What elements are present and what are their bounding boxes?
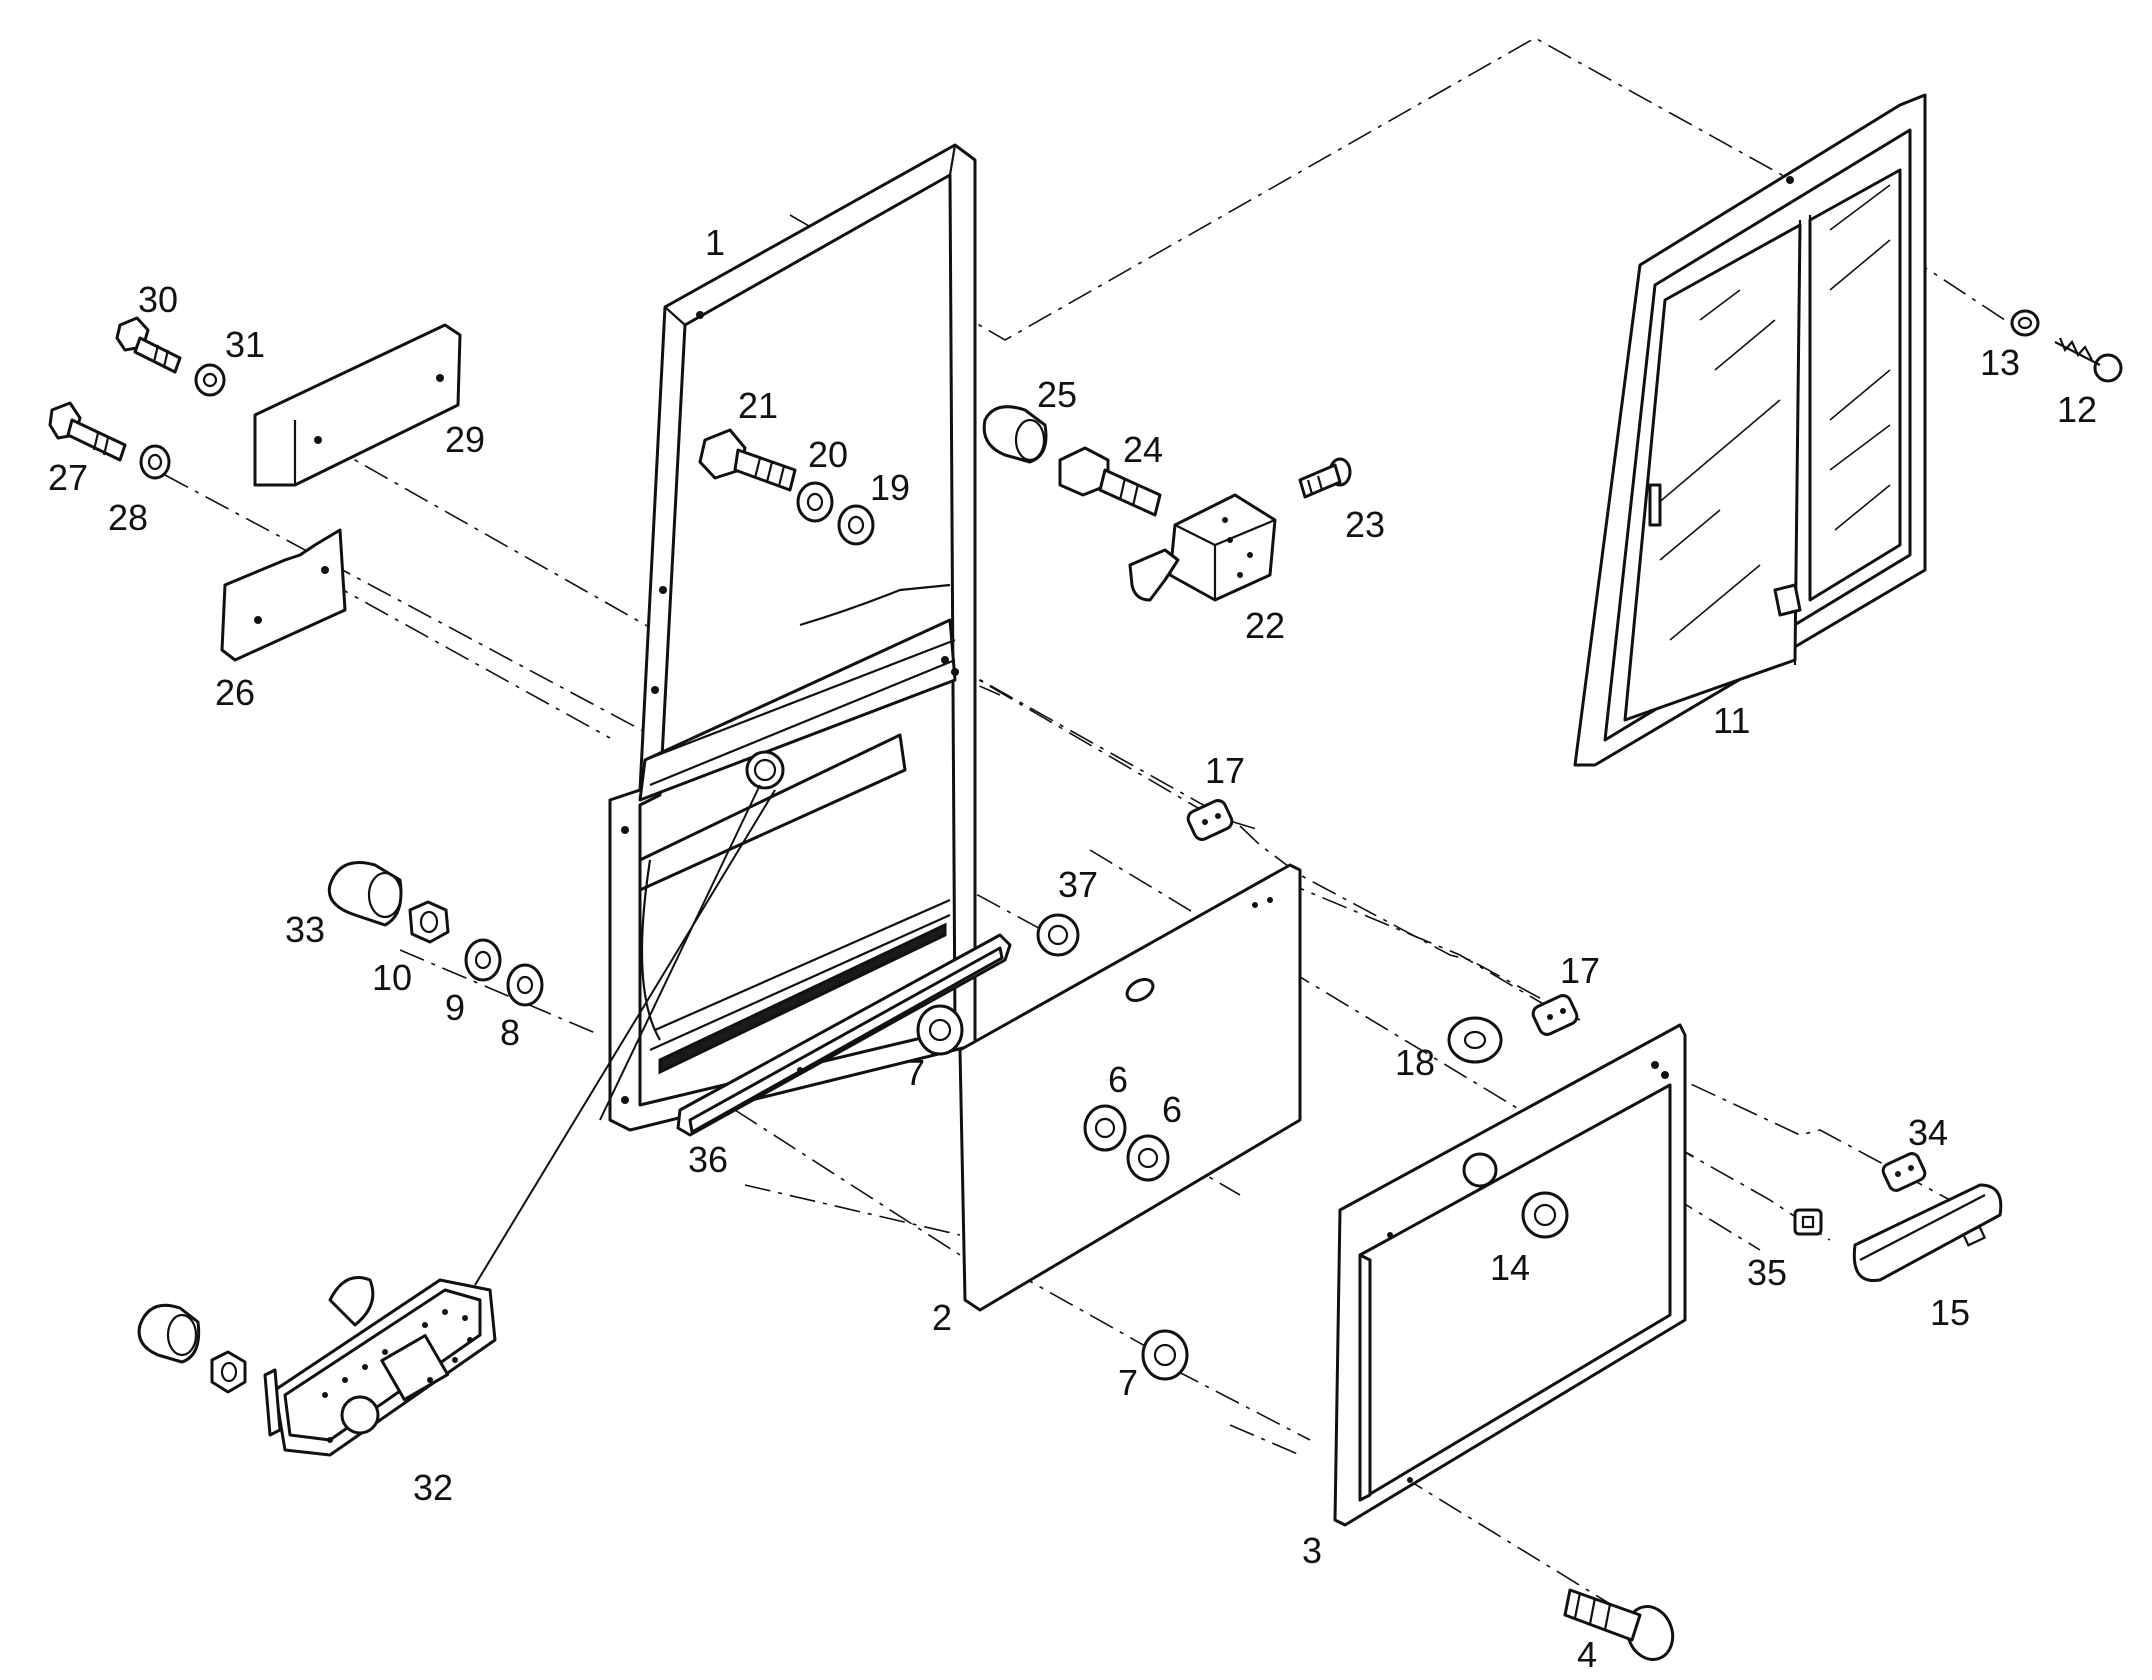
grab-handle-15 [1852,1183,2003,1283]
callout-22: 22 [1245,605,1285,646]
washer-28 [139,444,171,480]
lock-assembly-32 [263,1276,497,1457]
bolt-24 [1058,446,1162,517]
callout-26: 26 [215,672,255,713]
callout-8: 8 [500,1012,520,1053]
callout-27: 27 [48,457,88,498]
callout-36: 36 [688,1139,728,1180]
cap-nut-33 [327,861,403,927]
spacer-34 [1881,1152,1927,1192]
lock-nut [210,1350,247,1394]
bolt-23 [1298,457,1352,499]
callout-37: 37 [1058,864,1098,905]
spacer-35 [1793,1208,1823,1236]
washer-6-b [1126,1134,1170,1182]
callout-17b: 17 [1560,950,1600,991]
spacer-17-upper [1186,799,1234,841]
callout-15: 15 [1930,1292,1970,1333]
callout-31: 31 [225,324,265,365]
callout-7a: 7 [905,1052,925,1093]
latch-bracket-22 [1128,493,1277,602]
washer-13 [2010,309,2040,337]
plate-29 [253,323,462,487]
callout-4: 4 [1577,1634,1597,1675]
washer-20 [796,481,834,523]
nut-10 [408,900,450,944]
callout-29: 29 [445,419,485,460]
callout-2: 2 [932,1297,952,1338]
callout-20: 20 [808,434,848,475]
callout-labels: 1 2 3 4 6 6 7 7 8 9 10 11 12 13 14 15 17… [48,222,2097,1675]
outer-trim-frame-3 [1333,1023,1687,1527]
callout-35: 35 [1747,1252,1787,1293]
callout-33: 33 [285,909,325,950]
spacer-17-lower [1531,994,1579,1036]
bolt-21 [698,428,797,492]
callout-7b: 7 [1118,1362,1138,1403]
washer-7-upper [916,1004,964,1056]
washer-6-a [1083,1104,1127,1152]
callout-12: 12 [2057,389,2097,430]
callout-6a: 6 [1108,1059,1128,1100]
plate-26 [220,528,347,662]
washer-7-lower [1141,1329,1189,1381]
window-assembly-11 [1573,93,1927,767]
cap-nut-25 [982,405,1048,464]
callout-1: 1 [705,222,725,263]
callout-32: 32 [413,1467,453,1508]
washer-9 [464,938,502,982]
callout-23: 23 [1345,504,1385,545]
callout-21: 21 [738,385,778,426]
callout-19: 19 [870,467,910,508]
callout-17a: 17 [1205,750,1245,791]
callout-28: 28 [108,497,148,538]
callout-30: 30 [138,279,178,320]
callout-25: 25 [1037,374,1077,415]
callout-11: 11 [1713,700,1750,741]
bolt-4 [1563,1588,1675,1661]
washer-19 [837,504,875,546]
washer-31 [194,363,226,397]
callout-34: 34 [1908,1112,1948,1153]
callout-9: 9 [445,987,465,1028]
callout-24: 24 [1123,429,1163,470]
callout-6b: 6 [1162,1089,1182,1130]
grommet-18 [1447,1016,1503,1064]
inner-panel-2 [958,863,1302,1312]
bolt-30 [115,316,182,374]
screw-12 [2054,337,2123,383]
callout-14: 14 [1490,1247,1530,1288]
washer-8 [506,963,544,1007]
washer-37 [1036,913,1080,957]
callout-10: 10 [372,957,412,998]
bottom-strip-36 [676,933,1012,1137]
callout-3: 3 [1302,1530,1322,1571]
bolt-27 [48,401,127,462]
callout-13: 13 [1980,342,2020,383]
lock-cap-nut [137,1303,201,1364]
callout-18: 18 [1395,1042,1435,1083]
grommet-14 [1521,1191,1569,1239]
